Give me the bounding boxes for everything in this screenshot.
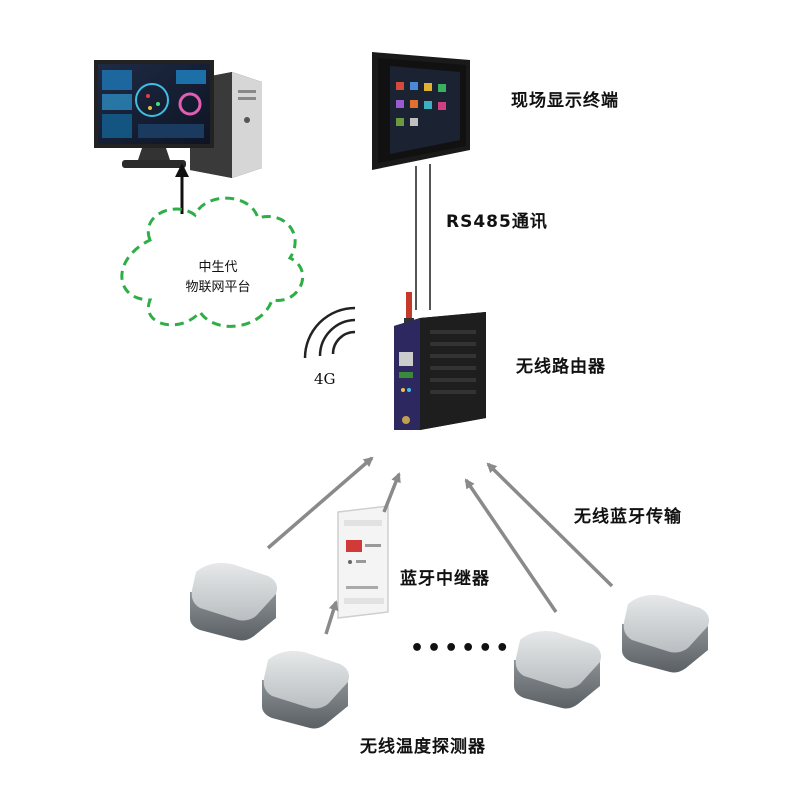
computer-icon [94, 60, 262, 178]
rs485-label: RS485通讯 [446, 212, 548, 232]
bluetooth-arrows [266, 456, 614, 635]
sensor-icon-2 [262, 651, 349, 729]
signal-label: 4G [314, 370, 336, 388]
bluetooth-label: 无线蓝牙传输 [574, 507, 682, 527]
sensor-icon-1 [190, 563, 277, 641]
router-icon [394, 292, 486, 430]
repeater-label: 蓝牙中继器 [400, 569, 490, 589]
display-terminal-label: 现场显示终端 [511, 91, 619, 111]
cloud-label-line2: 物联网平台 [185, 280, 251, 295]
sensor-icon-3 [514, 631, 601, 709]
sensor-icon-4 [622, 595, 709, 673]
repeater-icon [337, 505, 389, 619]
ellipsis-dots: •••••• [410, 636, 513, 661]
arrow-sensor3-to-router [464, 478, 558, 613]
router-label: 无线路由器 [516, 357, 606, 377]
sensors-label: 无线温度探测器 [360, 737, 486, 757]
cloud-shape [120, 196, 305, 328]
arrow-repeater-to-router [382, 472, 401, 513]
display-terminal-icon [372, 52, 470, 170]
arrow-sensor2-to-repeater [324, 600, 339, 635]
signal-waves-icon [303, 306, 356, 359]
arrow-sensor4-to-router [486, 462, 614, 588]
cloud-label-line1: 中生代 [198, 260, 238, 275]
cloud-label: 中生代 物联网平台 [168, 258, 268, 298]
arrow-sensor1-to-router [266, 456, 374, 550]
